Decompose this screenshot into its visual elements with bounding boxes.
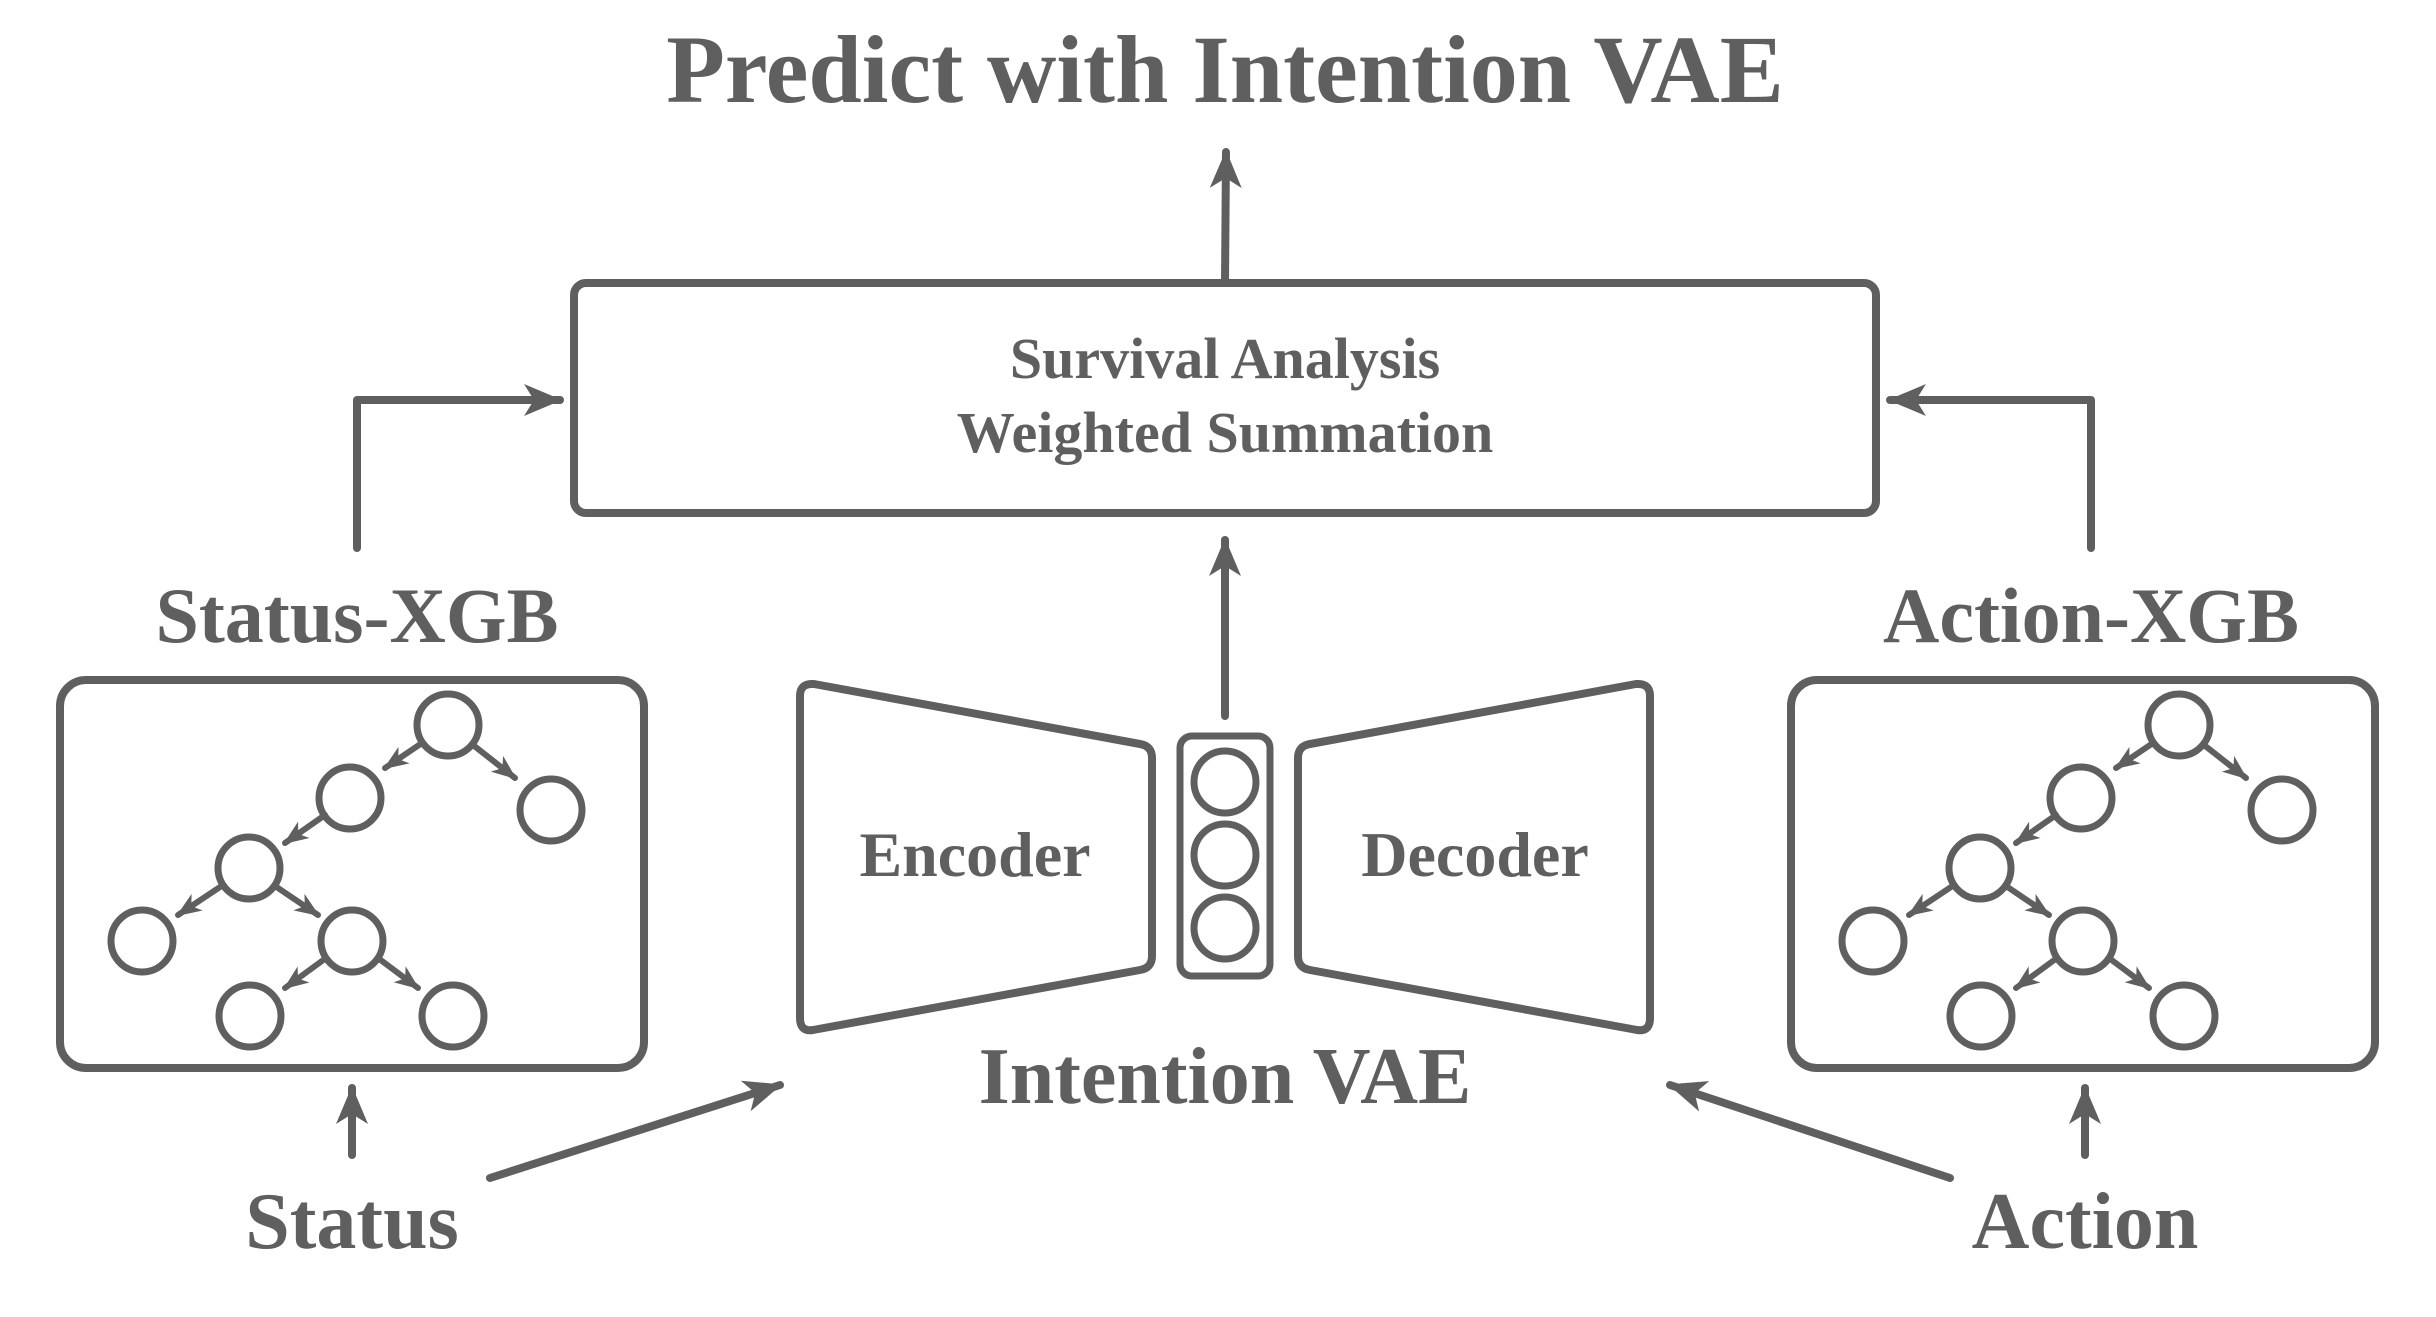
- arrow-action-xgb-to-fusion: [1886, 384, 2095, 552]
- status-xgb-box: [56, 676, 648, 1072]
- encoder-label: Encoder: [859, 819, 1090, 890]
- arrow-status-xgb-to-fusion: [353, 384, 564, 552]
- intention-vae-label: Intention VAE: [979, 1033, 1472, 1121]
- encoder-block: Encoder: [796, 680, 1156, 1035]
- status-xgb-label: Status-XGB: [155, 572, 558, 659]
- decoder-label: Decoder: [1361, 819, 1588, 890]
- arrow-action-to-vae: [1666, 1081, 1954, 1182]
- decision-tree-icon: [1838, 690, 2317, 1051]
- latent-nodes-icon: [1176, 732, 1274, 980]
- action-input-label: Action: [1972, 1178, 2199, 1266]
- status-input-label: Status: [245, 1178, 458, 1266]
- arrow-status-to-vae: [486, 1080, 784, 1182]
- action-xgb-label: Action-XGB: [1883, 572, 2299, 659]
- decoder-block: Decoder: [1294, 680, 1654, 1035]
- fusion-box-line2: Weighted Summation: [957, 400, 1494, 465]
- action-xgb-box: [1787, 676, 2379, 1072]
- arrow-fusion-to-output: [1209, 148, 1242, 287]
- fusion-box: Survival Analysis Weighted Summation: [570, 279, 1880, 517]
- decision-tree-icon: [107, 690, 586, 1051]
- fusion-box-line1: Survival Analysis: [1010, 326, 1440, 391]
- diagram-title: Predict with Intention VAE: [666, 16, 1783, 123]
